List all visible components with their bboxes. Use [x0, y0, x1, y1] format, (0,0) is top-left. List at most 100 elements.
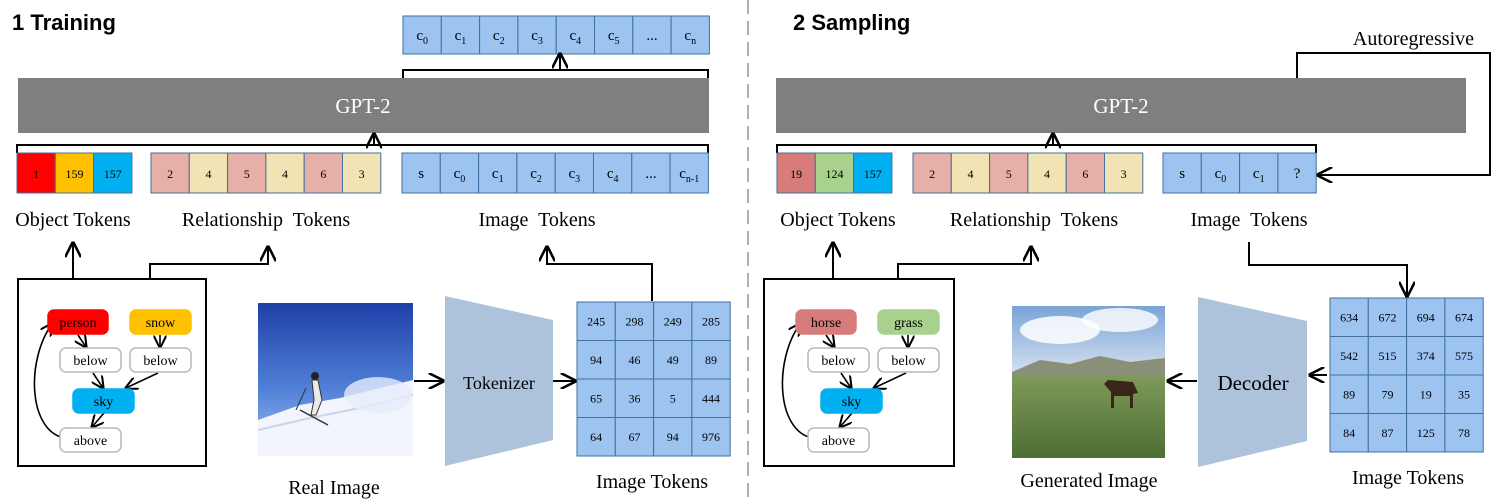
relationship-token-value: 3 — [1121, 167, 1127, 181]
grid-token-value: 67 — [628, 430, 640, 444]
sampling-relationship-tokens-label: Relationship Tokens — [950, 209, 1118, 231]
relationship-token-cell — [303, 152, 344, 194]
grid-token-cell — [1406, 336, 1446, 376]
output-token-cell — [594, 15, 634, 55]
output-token-value: cn — [684, 28, 696, 47]
image-token-value: c1 — [1253, 166, 1265, 185]
grid-token-value: 84 — [1343, 426, 1355, 440]
relationship-token-cell — [1065, 152, 1105, 194]
graph-node — [59, 427, 122, 453]
graph-node — [59, 347, 122, 373]
graph-node — [72, 388, 135, 414]
input-bracket — [16, 144, 709, 153]
grid-token-cell — [653, 417, 693, 457]
object-token-cell — [853, 152, 893, 194]
output-bracket — [402, 69, 709, 78]
graph-node-label: below — [143, 354, 178, 369]
output-token-value: c1 — [455, 28, 467, 47]
output-token-value: c2 — [493, 28, 505, 47]
grid-token-value: 245 — [587, 314, 605, 328]
autoregressive-loop-arrow — [1296, 52, 1491, 175]
output-token-value: c3 — [531, 28, 543, 47]
graph-node-label: below — [73, 354, 108, 369]
relationship-token-value: 2 — [929, 167, 935, 181]
output-token-value: c0 — [416, 28, 428, 47]
grid-token-cell — [1367, 413, 1408, 453]
relationship-tokens-label: Relationship Tokens — [182, 209, 350, 231]
relationship-token-value: 6 — [1082, 167, 1088, 181]
image-token-cell — [1162, 152, 1202, 194]
grid-token-value: 5 — [670, 391, 676, 405]
graph-node-label: person — [59, 316, 96, 331]
graph-node — [129, 309, 192, 335]
generated-image-caption: Generated Image — [1020, 470, 1157, 492]
relationship-token-cell — [1104, 152, 1144, 194]
image-token-cell — [401, 152, 441, 194]
grid-token-value: 35 — [1458, 387, 1470, 401]
grid-token-cell — [1329, 413, 1369, 453]
grid-token-cell — [653, 301, 693, 341]
image-token-cell — [669, 152, 709, 194]
grid-token-value: 694 — [1417, 310, 1435, 324]
grid-token-value: 87 — [1381, 426, 1393, 440]
grid-token-value: 542 — [1340, 349, 1358, 363]
image-token-value: c0 — [454, 166, 466, 185]
relationship-token-value: 4 — [205, 167, 211, 181]
graph-node-label: above — [822, 434, 855, 449]
graph-to-relationship-arrow — [149, 247, 268, 279]
object-token-cell — [93, 152, 133, 194]
grid-token-cell — [1406, 297, 1446, 337]
grid-token-cell — [1406, 374, 1446, 414]
grid-token-value: 89 — [1343, 387, 1355, 401]
image-token-cell — [554, 152, 595, 194]
gpt2-label-sampling: GPT-2 — [1093, 94, 1148, 118]
relationship-token-cell — [265, 152, 305, 194]
relationship-token-value: 2 — [167, 167, 173, 181]
graph-node — [47, 309, 109, 335]
relationship-token-value: 5 — [244, 167, 250, 181]
grid-token-cell — [691, 378, 731, 418]
grid-token-value: 125 — [1417, 426, 1435, 440]
object-token-value: 157 — [104, 167, 122, 181]
image-token-value: s — [418, 166, 424, 182]
sampling-title: 2 Sampling — [793, 10, 910, 35]
output-token-value: c4 — [570, 28, 582, 47]
output-token-cell — [670, 15, 710, 55]
grid-token-cell — [691, 340, 731, 380]
image-token-value: c4 — [607, 166, 619, 185]
grid-token-value: 64 — [590, 430, 602, 444]
image-token-cell — [1200, 152, 1241, 194]
grid-token-value: 374 — [1417, 349, 1435, 363]
output-token-cell — [440, 15, 481, 55]
graph-edge — [840, 412, 853, 427]
grid-token-cell — [576, 417, 616, 457]
real-image-caption: Real Image — [288, 477, 380, 499]
object-token-value: 157 — [864, 167, 882, 181]
grid-token-value: 976 — [702, 430, 720, 444]
output-token-value: c5 — [608, 28, 620, 47]
grid-token-value: 94 — [667, 430, 679, 444]
grid-token-value: 65 — [590, 391, 602, 405]
sampling-graph-to-relationship-arrow — [897, 247, 1031, 279]
relationship-token-value: 4 — [282, 167, 288, 181]
image-token-value: c0 — [1215, 166, 1227, 185]
grid-token-cell — [653, 378, 693, 418]
graph-node — [807, 427, 870, 453]
grid-token-value: 36 — [628, 391, 640, 405]
relationship-token-cell — [342, 152, 382, 194]
training-title: 1 Training — [12, 10, 116, 35]
grid-token-value: 575 — [1455, 349, 1473, 363]
image-token-cell — [439, 152, 480, 194]
grid-token-value: 78 — [1458, 426, 1470, 440]
grid-token-value: 285 — [702, 314, 720, 328]
graph-node-label: above — [74, 434, 107, 449]
grid-token-value: 79 — [1381, 387, 1393, 401]
relationship-token-cell — [989, 152, 1029, 194]
sampling-input-bracket — [776, 144, 1317, 153]
